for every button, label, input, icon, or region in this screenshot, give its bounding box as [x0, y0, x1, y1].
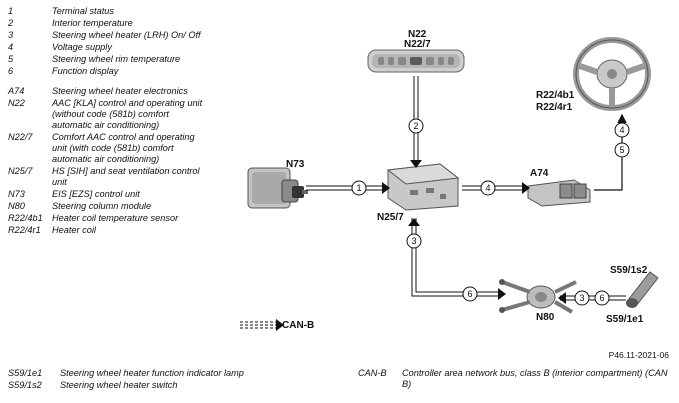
- n22-control-panel: [367, 49, 465, 73]
- legend-component-row: N73 EIS [EZS] control unit: [8, 189, 208, 200]
- signal-2: 2: [413, 121, 418, 131]
- legend-signal-row-desc: Steering wheel heater (LRH) On/ Off: [52, 30, 201, 40]
- steering-wheel: [573, 37, 651, 111]
- label-a74: A74: [530, 168, 549, 179]
- label-n22-7: N22/7: [404, 39, 431, 50]
- s59-heater-switch: [626, 271, 659, 308]
- legend-signal-row-desc: Voltage supply: [52, 42, 112, 52]
- n80-steering-column-module: [499, 279, 577, 314]
- legend-signal-row-code: 6: [8, 66, 14, 76]
- label-r22-4b1: R22/4b1: [536, 90, 575, 101]
- legend-signal-row: 3 Steering wheel heater (LRH) On/ Off: [8, 30, 208, 41]
- footer-code-can-b: CAN-B: [358, 368, 387, 378]
- label-s59-1s2: S59/1s2: [610, 265, 648, 276]
- legend-component-row-code: N22/7: [8, 132, 33, 142]
- legend-component-row-code: N80: [8, 201, 25, 211]
- legend-component-row-code: R22/4r1: [8, 225, 41, 235]
- legend-signal-row-desc: Steering wheel rim temperature: [52, 54, 181, 64]
- signal-5: 5: [619, 145, 624, 155]
- footer-row-desc: Steering wheel heater function indicator…: [60, 368, 244, 378]
- legend-component-row-code: N22: [8, 98, 25, 108]
- legend-component-row: N80 Steering column module: [8, 201, 208, 212]
- footer-row-code: S59/1s2: [8, 380, 42, 390]
- label-n22: N22: [408, 29, 427, 40]
- legend-component-row-desc: Steering wheel heater electronics: [52, 86, 188, 96]
- figure-id: P46.11-2021-06: [608, 350, 669, 360]
- label-n80: N80: [536, 312, 555, 323]
- legend-signal-row-desc: Function display: [52, 66, 119, 76]
- legend-signal-row-code: 1: [8, 6, 14, 16]
- legend-component-row-desc: Steering column module: [52, 201, 152, 211]
- signal-6-switch: 6: [599, 293, 604, 303]
- legend-component-row: R22/4r1 Heater coil: [8, 225, 208, 236]
- arrowheads: [276, 160, 566, 331]
- a74-heater-electronics: [527, 179, 591, 207]
- footer-row: S59/1e1 Steering wheel heater function in…: [8, 368, 244, 379]
- legend-signal-row-desc: Terminal status: [52, 6, 114, 16]
- signal-3-switch: 3: [579, 293, 584, 303]
- legend-signal-row-desc: Interior temperature: [52, 18, 133, 28]
- footer-row-code: S59/1e1: [8, 368, 43, 378]
- legend-component-row: N22 AAC [KLA] control and operating unit …: [8, 98, 208, 131]
- legend-component-row: A74 Steering wheel heater electronics: [8, 86, 208, 97]
- footer-row-desc: Steering wheel heater switch: [60, 380, 178, 390]
- legend-signal-row-code: 3: [8, 30, 14, 40]
- legend-component-row-desc: EIS [EZS] control unit: [52, 189, 140, 199]
- label-r22-4r1: R22/4r1: [536, 102, 573, 113]
- signal-4-wheel: 4: [619, 125, 624, 135]
- wheel-line: [594, 113, 627, 191]
- legend-component-row: R22/4b1 Heater coil temperature sensor: [8, 213, 208, 224]
- legend-component-row-desc: HS [SIH] and seat ventilation control un…: [52, 166, 200, 187]
- legend-component-row-code: N25/7: [8, 166, 33, 176]
- legend-component-row-code: N73: [8, 189, 25, 199]
- signal-markers: [351, 118, 630, 306]
- footer-desc-can-b: Controller area network bus, class B (in…: [402, 368, 668, 389]
- legend-component-row: N22/7 Comfort AAC control and operating u…: [8, 132, 208, 165]
- label-n25-7: N25/7: [377, 212, 404, 223]
- legend-signal-row-code: 5: [8, 54, 14, 64]
- legend-signal-row: 6 Function display: [8, 66, 208, 77]
- legend-component-row-desc: Heater coil: [52, 225, 96, 235]
- legend-signal-row: 4 Voltage supply: [8, 42, 208, 53]
- footer-left: S59/1e1 Steering wheel heater function in…: [8, 368, 244, 392]
- signal-4-a74: 4: [485, 183, 490, 193]
- n73-eis-unit: [247, 167, 308, 209]
- legend-component-row-code: R22/4b1: [8, 213, 43, 223]
- can-b-key-label: CAN-B: [282, 320, 315, 331]
- footer-right: CAN-B Controller area network bus, class…: [358, 368, 668, 390]
- label-s59-1e1: S59/1e1: [606, 314, 644, 325]
- signal-3: 3: [411, 236, 416, 246]
- label-n73: N73: [286, 159, 305, 170]
- legend-component-row-desc: Comfort AAC control and operating unit (…: [52, 132, 195, 164]
- footer-row: S59/1s2 Steering wheel heater switch: [8, 380, 244, 391]
- legend-signal-row-code: 2: [8, 18, 14, 28]
- legend-component-row: N25/7 HS [SIH] and seat ventilation contr…: [8, 166, 208, 188]
- n25-7-control-unit: [386, 163, 460, 211]
- legend-signal-row: 2 Interior temperature: [8, 18, 208, 29]
- legend-signal-row: 1 Terminal status: [8, 6, 208, 17]
- signal-6-n80: 6: [467, 289, 472, 299]
- legend-component-row-desc: Heater coil temperature sensor: [52, 213, 179, 223]
- legend-signal-row-code: 4: [8, 42, 14, 52]
- legend-component-row-desc: AAC [KLA] control and operating unit (wi…: [52, 98, 203, 130]
- legend-component-row-code: A74: [8, 86, 25, 96]
- signal-1: 1: [356, 183, 361, 193]
- legend-signal-row: 5 Steering wheel rim temperature: [8, 54, 208, 65]
